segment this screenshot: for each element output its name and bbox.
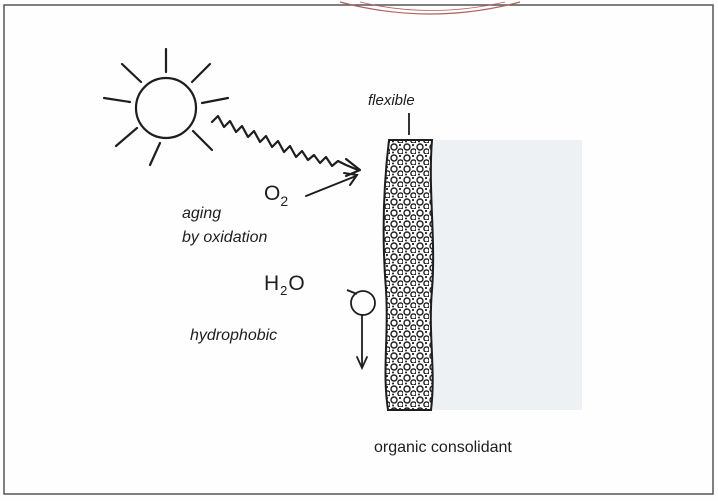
caption-label: organic consolidant	[374, 440, 512, 456]
aging-label-line1: aging	[182, 206, 221, 222]
water-down-arrow	[357, 315, 367, 368]
flexible-label: flexible	[368, 93, 415, 108]
oxygen-arrow	[306, 173, 357, 196]
uv-ray-arrow	[212, 116, 360, 176]
background-shading	[432, 140, 582, 410]
diagram-frame	[4, 5, 713, 494]
water-label: H2O	[264, 273, 306, 294]
oxygen-label: O2	[264, 183, 288, 204]
sun-icon	[104, 49, 228, 165]
hydrophobic-label: hydrophobic	[190, 328, 277, 344]
stamp-remnant	[340, 2, 520, 14]
porous-layer	[384, 140, 434, 410]
droplet-icon	[347, 290, 375, 315]
aging-label-line2: by oxidation	[182, 230, 267, 246]
